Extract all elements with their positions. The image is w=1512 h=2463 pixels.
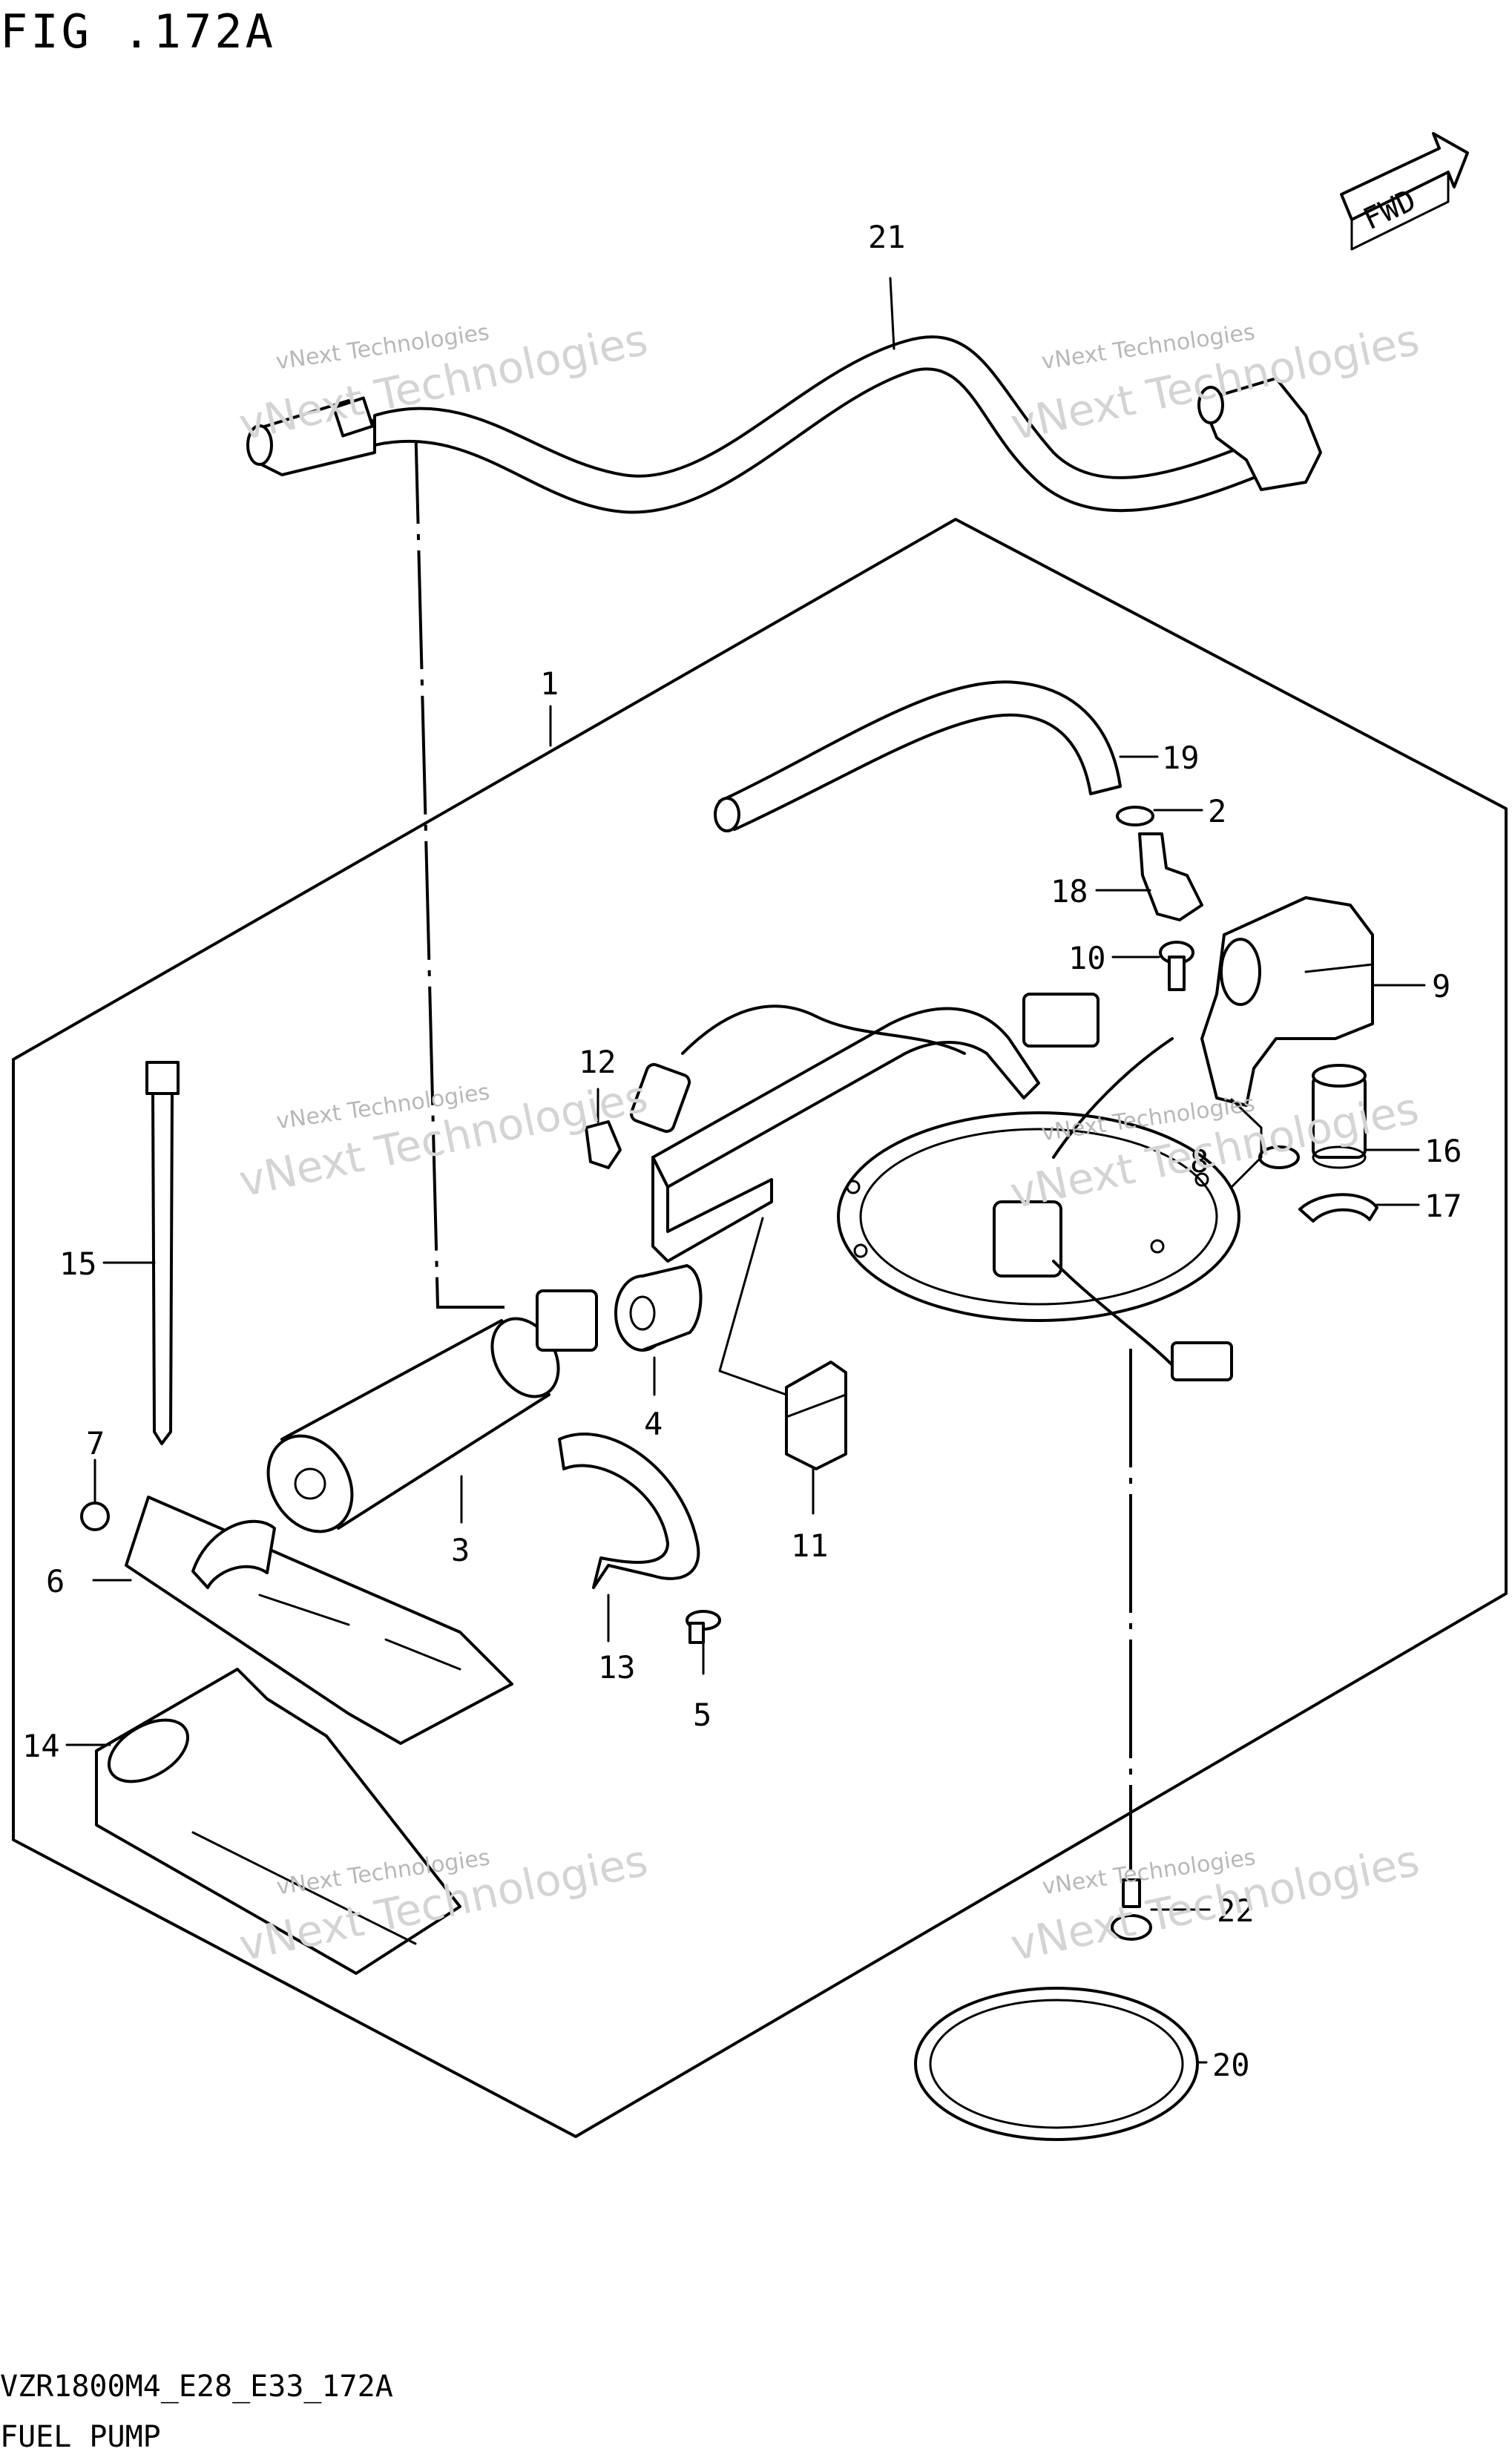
callout-20: 20 — [1212, 2047, 1250, 2083]
leader-11-link — [718, 1217, 788, 1396]
callout-19: 19 — [1162, 740, 1200, 776]
callout-10: 10 — [1068, 940, 1106, 976]
part-13-filter — [125, 1496, 513, 1745]
part-2-clamp — [1116, 806, 1154, 826]
part-4-grommet — [614, 1264, 703, 1352]
part-12-clip — [585, 1120, 622, 1169]
part-10-screw — [1159, 941, 1194, 991]
model-code: VZR1800M4_E28_E33_172A — [0, 2370, 393, 2404]
part-9-housing — [1200, 896, 1374, 1107]
part-3-fuel-pump — [266, 1289, 598, 1533]
part-7-nut — [80, 1502, 110, 1531]
callout-9: 9 — [1432, 968, 1450, 1004]
callout-6: 5 — [693, 1697, 711, 1733]
callout-15: 15 — [59, 1246, 97, 1282]
callout-11: 11 — [791, 1528, 829, 1564]
part-18-fitting — [1138, 832, 1203, 921]
part-20-gasket — [914, 1987, 1199, 2141]
part-11-wire-guide — [785, 1361, 847, 1470]
callout-3: 3 — [451, 1532, 470, 1568]
part-14-holder — [95, 1668, 461, 1975]
part-21-fuel-hose — [246, 277, 1322, 514]
part-16-regulator — [1312, 1064, 1367, 1169]
callout-22: 22 — [1217, 1893, 1255, 1929]
leader-8 — [1230, 1098, 1263, 1188]
callout-17: 17 — [1424, 1188, 1462, 1224]
callout-21: 21 — [868, 219, 906, 255]
part-5-band — [558, 1433, 700, 1589]
part-22-bolt — [1111, 1878, 1152, 1941]
callout-18: 18 — [1051, 873, 1088, 910]
callout-5: 13 — [598, 1649, 636, 1686]
part-19-hose — [714, 680, 1122, 832]
callout-7: 7 — [86, 1425, 105, 1461]
part-6-screw — [686, 1610, 721, 1644]
callout-16: 16 — [1424, 1133, 1462, 1169]
figure-title: FIG .172A — [0, 4, 276, 59]
callout-13: 6 — [46, 1563, 65, 1599]
pump-module-assembly — [629, 993, 1240, 1381]
callout-14: 14 — [22, 1728, 60, 1764]
callout-8: 8 — [1190, 1143, 1209, 1180]
callout-2: 2 — [1208, 793, 1226, 829]
fwd-arrow-icon: FWD — [1340, 132, 1469, 251]
part-17-retaining-clip — [1298, 1193, 1378, 1223]
reference-line-left — [413, 418, 504, 1309]
part-15-cable-tie — [145, 1061, 180, 1445]
callout-1: 1 — [540, 665, 559, 702]
section-name: FUEL PUMP — [0, 2420, 161, 2454]
callout-12: 12 — [579, 1044, 617, 1080]
assembly-outline — [12, 518, 1508, 2138]
callout-4: 4 — [644, 1406, 663, 1442]
